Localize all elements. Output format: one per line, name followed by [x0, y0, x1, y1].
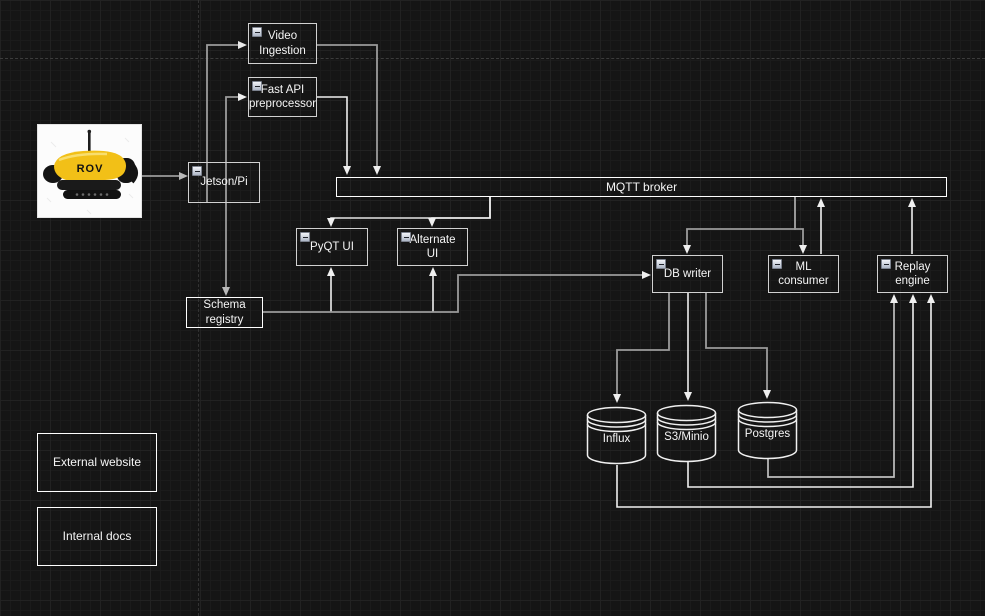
- edge-replay-engine-to-mqtt-broker[interactable]: [908, 198, 916, 254]
- edge-s3-minio-to-replay-engine[interactable]: [687, 294, 917, 488]
- node-label: MQTT broker: [605, 179, 678, 194]
- node-label: S3/Minio: [664, 431, 709, 443]
- node-pyqt-ui[interactable]: PyQT UI: [296, 228, 368, 266]
- node-alternate-ui[interactable]: Alternate UI: [397, 228, 468, 266]
- node-label: DB writer: [663, 267, 712, 280]
- node-internal-docs[interactable]: Internal docs: [37, 507, 157, 566]
- edge-jetson-to-fast-api[interactable]: [225, 93, 247, 204]
- node-label: Alternate UI: [409, 233, 456, 260]
- node-label: Influx: [602, 433, 631, 445]
- node-schema-registry[interactable]: Schema registry: [186, 297, 263, 328]
- edge-db-writer-to-s3-minio[interactable]: [684, 293, 692, 401]
- edge-db-writer-to-influx[interactable]: [613, 293, 670, 403]
- edge-ml-consumer-to-mqtt-broker[interactable]: [817, 198, 825, 254]
- edge-jetson-to-video-ingestion[interactable]: [206, 41, 247, 203]
- edge-video-ingestion-to-mqtt-broker[interactable]: [317, 44, 381, 175]
- collapse-icon[interactable]: [300, 232, 310, 242]
- node-label: PyQT UI: [310, 240, 354, 253]
- node-mqtt-broker[interactable]: MQTT broker: [336, 177, 947, 197]
- database-cylinder-icon: [586, 406, 647, 465]
- edge-mqtt-broker-to-alternate-ui[interactable]: [428, 197, 491, 227]
- node-s3-minio-database[interactable]: S3/Minio: [656, 404, 717, 464]
- edge-mqtt-broker-to-db-writer[interactable]: [683, 197, 796, 254]
- node-jetson-pi[interactable]: Jetson/Pi: [188, 162, 260, 203]
- node-label: Fast API preprocessor: [248, 83, 317, 110]
- node-replay-engine[interactable]: Replay engine: [877, 255, 948, 293]
- node-influx-database[interactable]: Influx: [586, 406, 647, 466]
- node-label: Schema registry: [203, 299, 246, 326]
- edge-fast-api-to-mqtt-broker[interactable]: [317, 96, 351, 175]
- collapse-icon[interactable]: [881, 259, 891, 269]
- node-label: ML consumer: [778, 260, 829, 287]
- node-ml-consumer[interactable]: ML consumer: [768, 255, 839, 293]
- page-guide-vertical: [198, 0, 199, 616]
- edge-schema-registry-to-alternate-ui[interactable]: [429, 267, 437, 312]
- node-label: Internal docs: [62, 529, 132, 543]
- rov-image[interactable]: ROV: [37, 124, 142, 218]
- node-db-writer[interactable]: DB writer: [652, 255, 723, 293]
- collapse-icon[interactable]: [252, 81, 262, 91]
- edge-jetson-to-schema-registry[interactable]: [222, 204, 230, 296]
- collapse-icon[interactable]: [252, 27, 262, 37]
- edge-mqtt-broker-to-pyqt-ui[interactable]: [327, 197, 491, 227]
- node-external-website[interactable]: External website: [37, 433, 157, 492]
- edge-influx-to-replay-engine[interactable]: [616, 294, 935, 508]
- node-postgres-database[interactable]: Postgres: [737, 401, 798, 461]
- collapse-icon[interactable]: [772, 259, 782, 269]
- node-label: Postgres: [744, 428, 791, 440]
- node-label: External website: [52, 455, 142, 469]
- edge-schema-registry-to-pyqt-ui[interactable]: [327, 267, 335, 312]
- rov-label: ROV: [77, 163, 104, 175]
- database-cylinder-icon: [656, 404, 717, 463]
- collapse-icon[interactable]: [401, 232, 411, 242]
- node-label: Jetson/Pi: [200, 176, 248, 189]
- edge-db-writer-to-postgres[interactable]: [705, 293, 771, 399]
- edge-rov-to-jetson[interactable]: [142, 172, 188, 180]
- edge-schema-registry-to-db-writer[interactable]: [263, 271, 651, 313]
- edge-mqtt-broker-to-ml-consumer[interactable]: [794, 197, 807, 254]
- node-label: Video Ingestion: [259, 30, 306, 57]
- rov-illustration: ROV: [43, 129, 138, 215]
- node-video-ingestion[interactable]: Video Ingestion: [248, 23, 317, 64]
- node-fast-api-preprocessor[interactable]: Fast API preprocessor: [248, 77, 317, 117]
- node-label: Replay engine: [894, 260, 931, 287]
- edge-postgres-to-replay-engine[interactable]: [767, 294, 898, 478]
- collapse-icon[interactable]: [656, 259, 666, 269]
- collapse-icon[interactable]: [192, 166, 202, 176]
- database-cylinder-icon: [737, 401, 798, 460]
- page-guide-horizontal: [0, 58, 985, 59]
